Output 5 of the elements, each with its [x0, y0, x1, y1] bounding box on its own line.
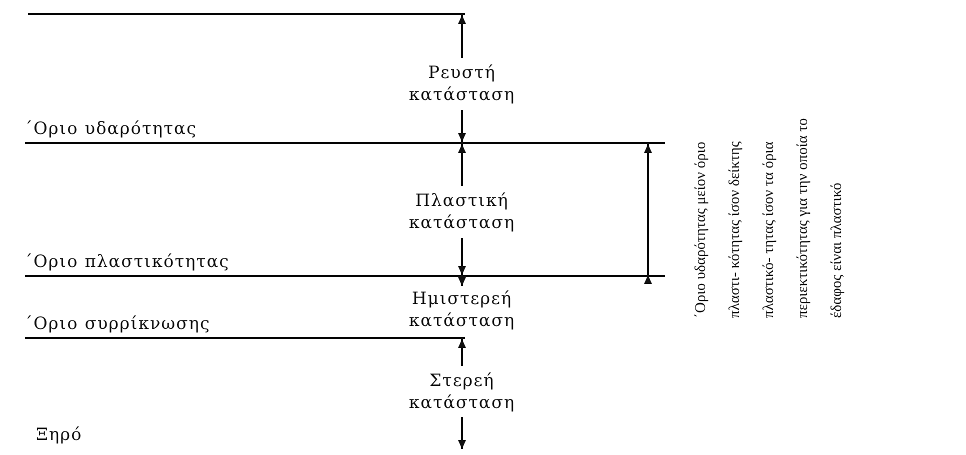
limit-label: ΄Οριο συρρίκνωσης — [24, 313, 210, 335]
state-label: Ξηρό — [36, 424, 82, 446]
limit-label: ΄Οριο πλαστικότητας — [24, 251, 230, 273]
limit-label: ΄Οριο υδαρότητας — [24, 118, 198, 140]
note-text: ΄Οριο υδαρότητας μείον όριο πλαστι- κότητας ίσον δείκτης πλαστικό- τητας ίσον τα όρια περιεκτικότητας για την οποία το έδαφος είναι πλαστικό — [692, 117, 846, 318]
